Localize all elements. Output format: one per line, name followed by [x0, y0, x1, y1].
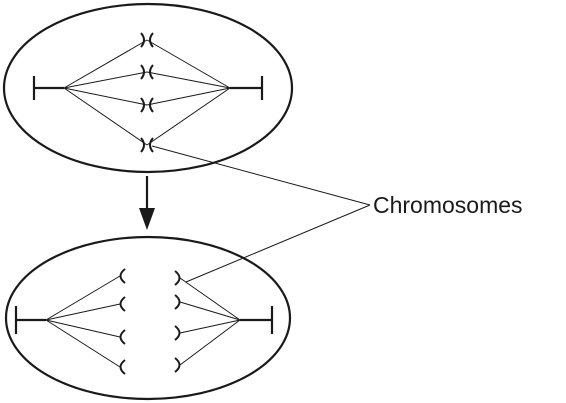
bottom-cell [4, 235, 292, 401]
bottom-left-spindle-pole [14, 306, 46, 334]
top-right-spindle-pole [230, 76, 264, 100]
chromosome [140, 97, 154, 113]
chromatid [119, 359, 126, 375]
bottom-left-chromatids [119, 268, 126, 375]
chromosomes-label: Chromosomes [373, 192, 523, 218]
chromatid [119, 329, 126, 345]
top-cell-membrane [2, 2, 294, 174]
bottom-cell-membrane [4, 235, 292, 401]
chromosome [140, 32, 154, 48]
chromosome [140, 64, 154, 80]
bottom-right-chromatids [174, 270, 181, 373]
top-spindle-fibers [63, 39, 231, 146]
bottom-right-spindle-pole [240, 306, 274, 334]
top-left-spindle-pole [32, 76, 64, 100]
chromatid [174, 270, 181, 286]
leader-line-top [151, 145, 371, 206]
label-leader-lines [151, 145, 371, 283]
top-cell [2, 2, 294, 174]
transition-arrow [139, 176, 155, 230]
leader-line-bottom [185, 204, 371, 283]
chromatid [174, 357, 181, 373]
bottom-spindle-fibers [45, 275, 241, 368]
chromatid [119, 268, 126, 284]
chromatid [174, 294, 181, 310]
chromosome [140, 137, 154, 153]
chromatid [174, 325, 181, 341]
top-chromosomes [140, 32, 154, 153]
chromatid [119, 296, 126, 312]
